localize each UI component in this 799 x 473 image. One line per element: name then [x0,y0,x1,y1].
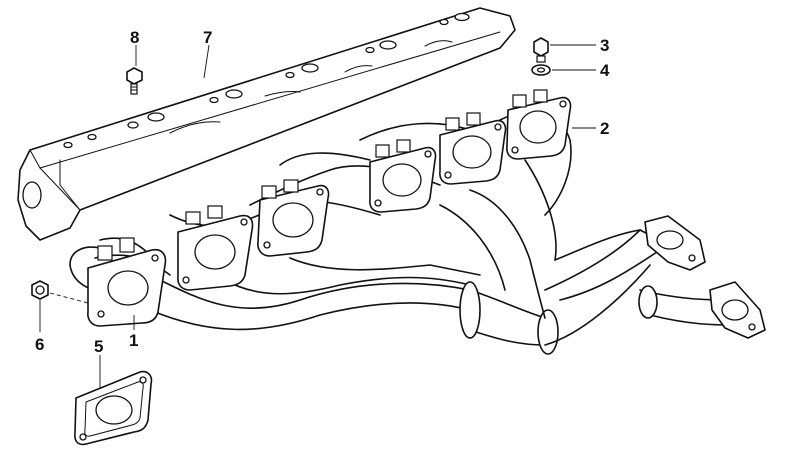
stud-bolt[interactable] [533,37,549,63]
washer[interactable] [531,64,551,76]
leader-lines [39,44,596,388]
callout-1: 1 [129,331,138,350]
rear-exhaust-manifold[interactable] [369,89,572,213]
front-exhaust-manifold[interactable] [69,179,330,327]
callout-2: 2 [600,119,609,138]
callout-6: 6 [35,335,44,354]
outlet-flange-upper [644,215,706,271]
callout-8: 8 [130,28,139,47]
callout-3: 3 [600,36,609,55]
heat-shield[interactable] [17,7,516,241]
callout-5: 5 [94,337,103,356]
hex-nut[interactable] [31,280,49,300]
exhaust-pipes [94,111,736,355]
callout-4: 4 [600,61,610,80]
gasket[interactable] [74,370,153,446]
callout-7: 7 [203,28,212,47]
outlet-flange-lower [709,281,766,339]
hex-bolt[interactable] [126,67,143,95]
